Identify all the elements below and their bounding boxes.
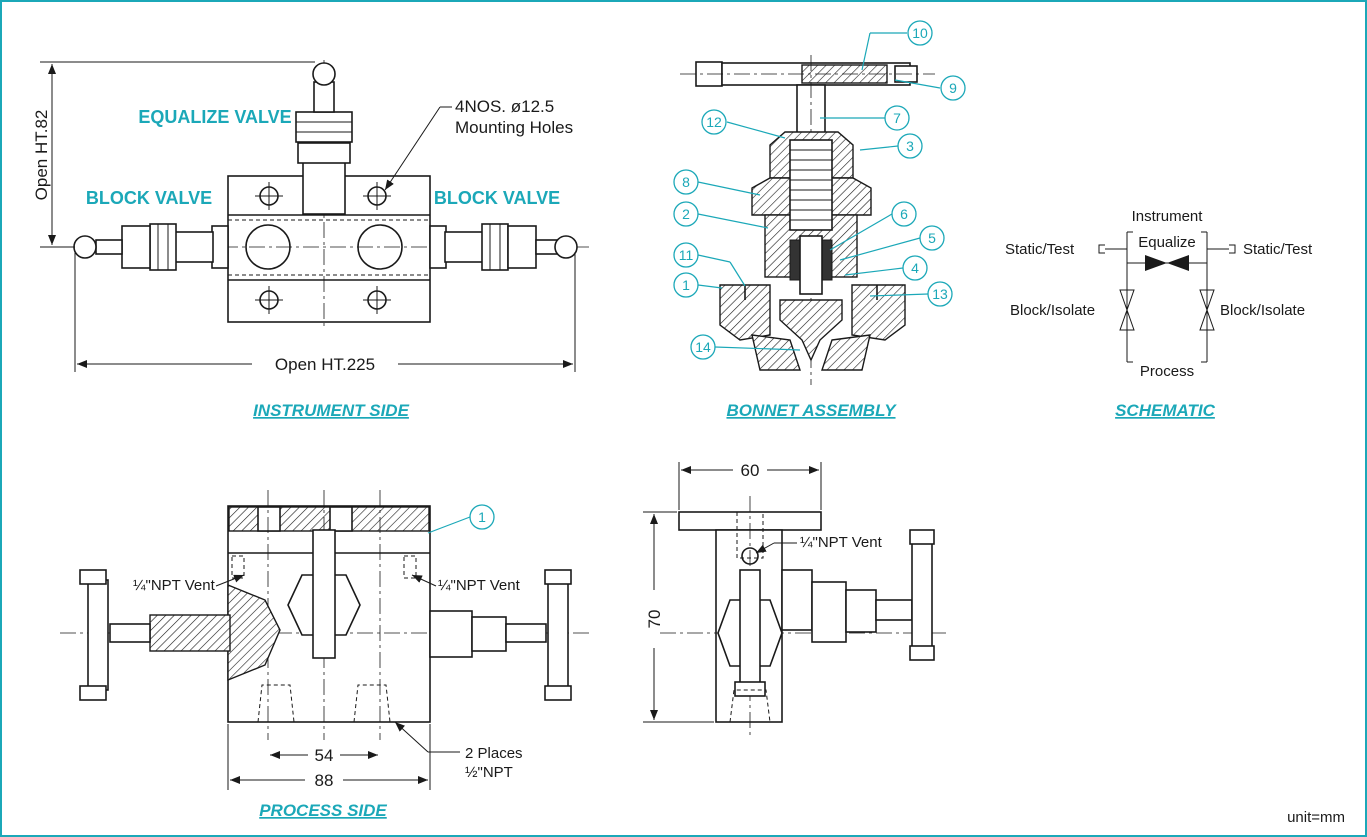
schematic-instrument-label: Instrument — [1132, 208, 1204, 225]
svg-text:8: 8 — [682, 174, 690, 190]
svg-text:11: 11 — [679, 247, 694, 263]
svg-text:14: 14 — [695, 339, 711, 355]
svg-text:10: 10 — [912, 25, 928, 41]
block-valve-right-label: BLOCK VALVE — [434, 188, 560, 208]
dim-70-label: 70 — [645, 610, 664, 629]
schematic-process-label: Process — [1140, 363, 1194, 380]
svg-text:1: 1 — [682, 277, 690, 293]
process-side-view: ¼"NPT Vent ¼"NPT Vent 54 88 2 Places ½"N… — [60, 490, 590, 820]
caption-process-side: PROCESS SIDE — [259, 801, 387, 820]
dim-54-label: 54 — [315, 746, 334, 765]
mounting-holes — [255, 182, 391, 314]
vent-left-label: ¼"NPT Vent — [133, 577, 216, 594]
schematic-block-isolate-left: Block/Isolate — [1010, 302, 1095, 319]
equalize-valve — [295, 62, 353, 215]
svg-text:7: 7 — [893, 110, 901, 126]
svg-text:5: 5 — [928, 230, 936, 246]
schematic-block-isolate-right: Block/Isolate — [1220, 302, 1305, 319]
open-ht-225-label: Open HT.225 — [275, 355, 375, 374]
svg-text:4: 4 — [911, 260, 919, 276]
schematic-equalize-label: Equalize — [1138, 234, 1196, 251]
schematic-view: Instrument Equalize Static/Test Static/T… — [1005, 208, 1313, 420]
caption-instrument-side: INSTRUMENT SIDE — [253, 401, 410, 420]
places-label: 2 Places — [465, 745, 523, 762]
block-valve-left-label: BLOCK VALVE — [86, 188, 212, 208]
balloon-callouts: 10 9 12 7 3 8 2 6 5 11 4 1 13 1 — [673, 20, 966, 360]
open-ht-82-label: Open HT.82 — [32, 110, 51, 201]
schematic-static-test-right: Static/Test — [1243, 241, 1313, 258]
process-balloon-1 — [469, 504, 495, 530]
svg-text:6: 6 — [900, 206, 908, 222]
svg-text:1: 1 — [478, 509, 486, 525]
places-npt-label: ½"NPT — [465, 764, 513, 781]
instrument-side-view: Open HT.82 Open HT.225 EQUALIZE VALVE BL… — [32, 60, 590, 420]
svg-text:9: 9 — [949, 80, 957, 96]
dim-60-label: 60 — [741, 461, 760, 480]
mounting-holes-label-2: Mounting Holes — [455, 118, 573, 137]
svg-text:12: 12 — [706, 114, 722, 130]
caption-schematic: SCHEMATIC — [1115, 401, 1216, 420]
svg-text:13: 13 — [932, 286, 948, 302]
svg-text:2: 2 — [682, 206, 690, 222]
equalize-valve-label: EQUALIZE VALVE — [138, 107, 291, 127]
vent-side-label: ¼"NPT Vent — [800, 534, 883, 551]
caption-bonnet-assembly: BONNET ASSEMBLY — [726, 401, 897, 420]
block-valve-left — [73, 223, 229, 271]
schematic-static-test-left: Static/Test — [1005, 241, 1075, 258]
unit-label: unit=mm — [1287, 809, 1345, 826]
vent-right-label: ¼"NPT Vent — [438, 577, 521, 594]
block-valve-right — [429, 223, 578, 271]
dim-88-label: 88 — [315, 771, 334, 790]
side-view: 60 70 ¼"NPT Vent — [643, 461, 950, 735]
bonnet-assembly-view: 10 9 12 7 3 8 2 6 5 11 4 1 13 1 — [673, 20, 966, 420]
mounting-holes-label: 4NOS. ø12.5 — [455, 97, 554, 116]
svg-text:3: 3 — [906, 138, 914, 154]
